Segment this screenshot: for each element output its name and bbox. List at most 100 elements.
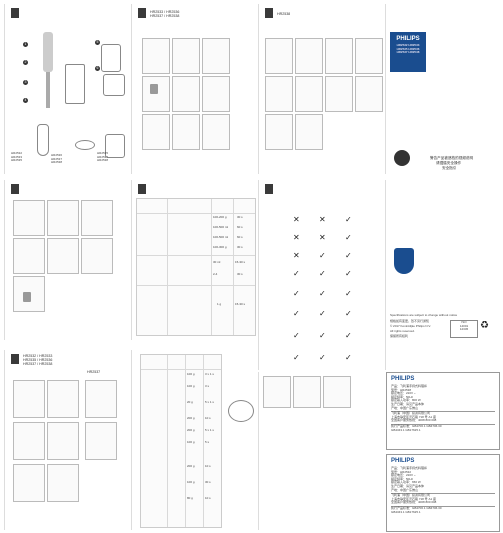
label-row: 产地：中国广东佛山	[391, 405, 419, 410]
plug-icon	[150, 84, 158, 94]
step-frame	[13, 276, 45, 312]
quantity-cell: 200 g	[187, 416, 195, 420]
step-frame	[47, 238, 79, 274]
quantity-cell: 30 ml	[213, 260, 221, 264]
step-number: 6	[95, 66, 100, 71]
step-frame	[13, 422, 45, 460]
label-std: 执行产品标准：GB4706.1 GB4706.30	[391, 505, 442, 510]
blender-icon	[11, 8, 19, 18]
whisk-section-icon	[11, 354, 19, 364]
cross-icon: ✕	[293, 251, 300, 260]
check-icon: ✓	[319, 309, 326, 318]
label-row: 生产日期：请见产品本体	[391, 401, 425, 406]
sequence-panel	[258, 372, 386, 530]
check-icon: ✓	[345, 331, 352, 340]
warning-text-1: 警告产品被遮档的视频说明	[430, 156, 474, 160]
step-frame	[323, 376, 351, 408]
quantity-cell: 100 g	[187, 440, 195, 444]
step-frame	[355, 38, 383, 74]
label-row: 产品：飞利浦手持式料理棒	[391, 384, 428, 388]
brand-panel: PHILIPS HR2532 HR2533 HR2535 HR2536 HR25…	[385, 4, 500, 174]
quantity-cell: 100 g	[187, 480, 195, 484]
check-icon: ✓	[319, 353, 326, 362]
step-frame	[325, 38, 353, 74]
step-frame	[202, 114, 230, 150]
time-cell: 30 s	[205, 480, 211, 484]
philips-logo-line: HR2535 HR2536	[396, 46, 420, 51]
label-rows: 产品：飞利浦手持式料理棒 型号：HR2532 额定电压：220V ~ 额定频率：…	[391, 466, 495, 514]
quantity-cell: 200 g	[187, 464, 195, 468]
notice-line: 规格如有变更，恕不另行通知	[390, 319, 430, 323]
notice-line: 保留所有权利	[390, 334, 409, 338]
label-row: 额定输入功率：800 W	[391, 398, 421, 403]
cross-icon: ✕	[293, 233, 300, 242]
philips-shield	[394, 248, 414, 274]
label-row: 额定电压：220V ~	[391, 473, 416, 478]
step-frame	[355, 76, 383, 112]
check-icon: ✓	[293, 353, 300, 362]
step-frame	[265, 38, 293, 74]
chopper-panel: HR2533 / HR2536 HR2537 / HR2538	[131, 4, 259, 174]
ingredient-table-panel: 100 g 100 g 20 g 200 g 200 g 100 g 200 g…	[131, 350, 259, 530]
check-icon: ✓	[293, 331, 300, 340]
check-icon: ✓	[345, 309, 352, 318]
check-icon: ✓	[345, 289, 352, 298]
philips-logo-line: HR2532 HR2533	[396, 43, 420, 47]
step-frame	[295, 114, 323, 150]
cleaning-icon	[265, 184, 273, 194]
philips-logo: PHILIPS HR2532 HR2533 HR2535 HR2536 HR25…	[390, 32, 426, 72]
label-maker: 上海市静安区灵石路 718 号 A1 座	[391, 496, 437, 501]
step-frame	[81, 200, 113, 236]
label-brand: PHILIPS	[391, 458, 415, 464]
motor-unit	[43, 32, 53, 72]
step-frame	[295, 76, 323, 112]
quantity-cell: 100-300 g	[213, 245, 227, 249]
label-row: 型号：HR2532	[391, 469, 412, 474]
label-maker: 飞利浦（中国）投资有限公司	[391, 493, 431, 498]
time-cell: 10 s	[205, 464, 211, 468]
time-cell: 30 s	[237, 245, 243, 249]
time-cell: 15-30 s	[235, 260, 246, 264]
notice-line: All rights reserved.	[390, 329, 415, 333]
label-row: 额定电压：220V ~	[391, 391, 416, 396]
cert-text: 12345	[459, 327, 469, 332]
label-maker: 上海市静安区灵石路 718 号 A1 座	[391, 414, 437, 419]
cross-icon: ✕	[319, 215, 326, 224]
step-frame	[172, 114, 200, 150]
label-brand: PHILIPS	[391, 376, 415, 382]
time-cell: 30 s	[237, 272, 243, 276]
label-std: GB4343.1 GB17625.1	[391, 427, 421, 432]
step-frame	[293, 376, 321, 408]
chopper-bowl-2	[103, 74, 125, 96]
usage-table: 100-200 g 100-500 ml 100-500 ml 100-300 …	[136, 198, 256, 336]
model-list-a: HR2532 HR2533 HR2535	[11, 151, 23, 163]
label-maker: 飞利浦（中国）投资有限公司	[391, 411, 431, 416]
check-icon: ✓	[345, 353, 352, 362]
assembly-panel	[4, 180, 132, 340]
label-maker: 全国客户服务热线：4008 800 008	[391, 418, 437, 423]
check-icon: ✓	[293, 309, 300, 318]
chopper-models: HR2533 / HR2536 HR2537 / HR2538	[150, 10, 180, 19]
notice-line: © 2017 Koninklijke Philips N.V.	[390, 324, 431, 328]
check-icon: ✓	[319, 289, 326, 298]
step-frame	[142, 76, 170, 112]
check-icon: ✓	[319, 251, 326, 260]
step-frame	[172, 38, 200, 74]
check-icon: ✓	[345, 233, 352, 242]
time-cell: 5 s	[205, 440, 210, 444]
recycle-icon: ♻	[480, 320, 489, 331]
step-frame	[325, 76, 353, 112]
check-icon: ✓	[345, 269, 352, 278]
check-icon: ✓	[319, 269, 326, 278]
quantity-cell: 100-500 ml	[213, 225, 229, 229]
usage-icon	[138, 184, 146, 194]
model-list-c: HR2535 HR2537 HR2538	[97, 151, 109, 163]
quantity-cell: 1 g	[217, 302, 222, 306]
step-number: 1	[23, 42, 28, 47]
check-icon: ✓	[293, 269, 300, 278]
warning-text-3: 安全指引	[442, 166, 457, 170]
notice-line: Specifications are subject to change wit…	[390, 313, 458, 317]
ingredient-table: 100 g 100 g 20 g 200 g 200 g 100 g 200 g…	[140, 354, 222, 528]
notice-panel: Specifications are subject to change wit…	[385, 180, 500, 370]
quantity-cell: 2-4	[213, 272, 218, 276]
